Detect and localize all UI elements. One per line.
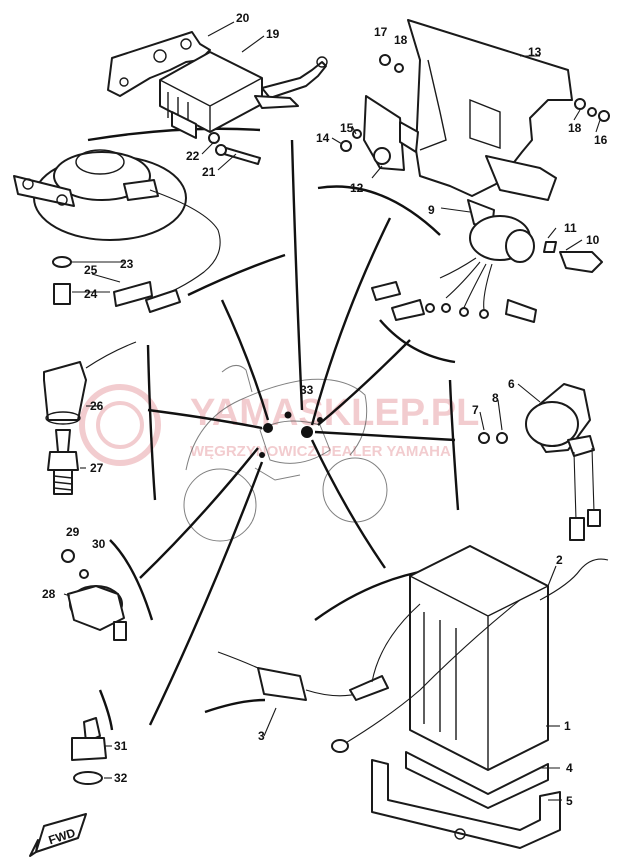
callout-16: 16 <box>594 133 608 147</box>
relay-assembly <box>478 383 601 541</box>
callout-32: 32 <box>114 771 128 785</box>
fuse-holder-assembly <box>217 651 389 701</box>
component-marker <box>259 452 265 458</box>
callout-2: 2 <box>556 553 563 567</box>
callout-labels: 1 2 3 4 5 6 7 8 9 10 11 12 13 14 15 16 1… <box>42 11 608 808</box>
motorcycle-outline <box>183 365 388 542</box>
callout-20: 20 <box>236 11 250 25</box>
callout-19: 19 <box>266 27 280 41</box>
horn-assembly <box>13 149 221 313</box>
callout-15: 15 <box>340 121 354 135</box>
callout-11: 11 <box>564 221 577 235</box>
callout-27: 27 <box>90 461 104 475</box>
callout-10: 10 <box>586 233 600 247</box>
connector-lines <box>139 139 456 726</box>
callout-9: 9 <box>428 203 435 217</box>
callout-29: 29 <box>66 525 80 539</box>
callout-17: 17 <box>374 25 388 39</box>
callout-13: 13 <box>528 45 542 59</box>
watermark-dealer: WĘGRZYNOWICZ DEALER YAMAHA <box>190 443 451 460</box>
callout-8: 8 <box>492 391 499 405</box>
group-dividers <box>87 127 460 731</box>
watermark-logo-icon <box>79 384 161 466</box>
callout-12: 12 <box>350 181 364 195</box>
callout-21: 21 <box>202 165 216 179</box>
callout-22: 22 <box>186 149 200 163</box>
leader-lines <box>63 21 601 801</box>
neutral-switch-assembly <box>71 717 107 785</box>
callout-24: 24 <box>84 287 98 301</box>
callout-1: 1 <box>564 719 571 733</box>
callout-5: 5 <box>566 794 573 808</box>
callout-18-right: 18 <box>568 121 582 135</box>
sensor-assembly <box>61 549 127 641</box>
component-marker <box>284 411 292 419</box>
callout-26: 26 <box>90 399 104 413</box>
main-switch-assembly <box>371 199 603 323</box>
callout-31: 31 <box>114 739 128 753</box>
callout-6: 6 <box>508 377 515 391</box>
ignition-coil-assembly <box>107 31 328 165</box>
spark-plug-assembly <box>43 341 137 495</box>
callout-7: 7 <box>472 403 479 417</box>
callout-25: 25 <box>84 263 98 277</box>
mounting-bracket-assembly <box>340 19 610 201</box>
callout-23: 23 <box>120 257 134 271</box>
callout-28: 28 <box>42 587 56 601</box>
callout-30: 30 <box>92 537 106 551</box>
watermark-brand: YAMASKLEP.PL <box>190 392 479 434</box>
component-marker <box>301 426 313 438</box>
battery-assembly <box>331 545 609 849</box>
callout-33: 33 <box>300 383 314 397</box>
watermark: YAMASKLEP.PL WĘGRZYNOWICZ DEALER YAMAHA <box>79 384 479 466</box>
callout-14: 14 <box>316 131 330 145</box>
forward-direction-indicator: FWD <box>29 813 87 857</box>
callout-3: 3 <box>258 729 265 743</box>
callout-4: 4 <box>566 761 573 775</box>
component-marker <box>263 423 273 433</box>
callout-18-top: 18 <box>394 33 408 47</box>
